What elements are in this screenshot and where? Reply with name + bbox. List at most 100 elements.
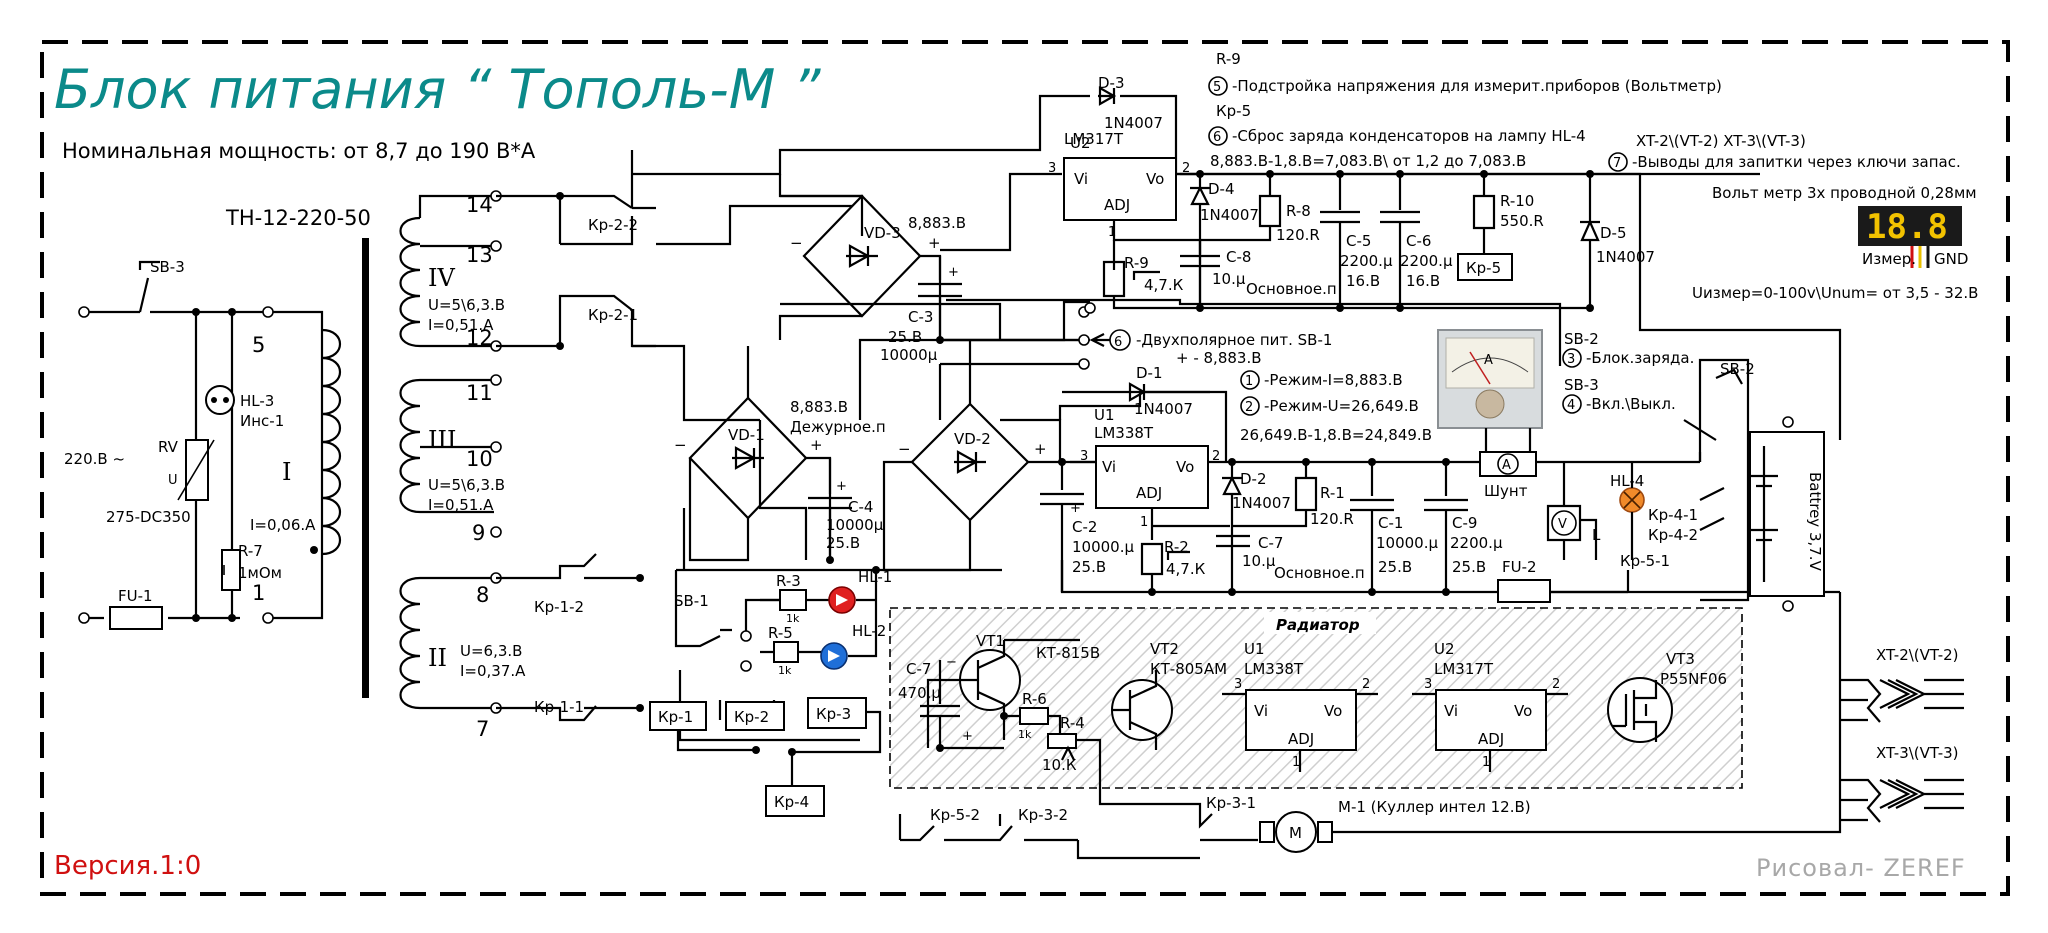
pin-12: 12 [466,326,493,350]
note-mode1: -Режим-I=8,883.В [1264,371,1403,389]
pin-5: 5 [252,333,265,357]
r9-value: 4,7.К [1144,276,1184,294]
c7b-value: 470.μ [898,684,941,702]
note-xt: XT-2\(VT-2) XT-3\(VT-3) [1636,132,1806,150]
c7-value: 10.μ [1242,552,1276,570]
kp5-box: Кр-5 [1466,259,1501,277]
r2-value: 4,7.К [1166,560,1206,578]
u2b-pin3: 3 [1424,677,1432,692]
ammeter: A A Шунт [1437,329,1543,500]
note-calc: 8,883.В-1,8.В=7,083.В\ от 1,2 до 7,083.В [1210,152,1526,170]
notes-middle: 1 -Режим-I=8,883.В 2 -Режим-U=26,649.В 2… [1240,330,1694,444]
u2-label: U2 [1070,134,1091,152]
minus-sign-2: − [674,436,687,454]
r7-value: 1мОм [238,564,282,582]
note-r9: R-9 [1216,50,1241,68]
u2-pin3: 3 [1048,161,1056,176]
d3-type: 1N4007 [1104,114,1163,132]
r1-value: 120.R [1310,510,1354,528]
fu2-label: FU-2 [1502,558,1537,576]
r10-label: R-10 [1500,192,1534,210]
u1-pin2: 2 [1212,449,1220,464]
r4-value: 10.К [1042,756,1077,774]
d4-label: D-4 [1208,180,1235,198]
c3-voltage: 25.В [888,328,922,346]
u1b-type: LM338T [1244,660,1304,678]
u2-vi: Vi [1074,170,1088,188]
transformer-core [362,238,369,698]
m1-label: M-1 (Куллер интел 12.В) [1338,798,1531,816]
transformer-type: ТН-12-220-50 [225,206,371,230]
r3-label: R-3 [776,572,801,590]
sb1-label: SB-1 [674,592,709,610]
c4-label: C-4 [848,498,873,516]
vt2-label: VT2 [1150,640,1179,658]
c4-value: 10000μ [826,516,884,534]
u2b-adj: ADJ [1478,730,1504,748]
mains-voltage: 220.В ~ [64,450,125,468]
vd1-voltage: 8,883.В [790,398,848,416]
u2-type: LM317T [1064,130,1124,148]
rv-type: 275-DC350 [106,508,191,526]
u2-vo: Vo [1146,170,1164,188]
vd1-label: VD-1 [728,426,765,444]
page-title: Блок питания “ Тополь-М ” [54,58,821,121]
kp-3-2: Кр-3-2 [1018,806,1068,824]
marker-3: 3 [1567,352,1575,367]
r7-label: R-7 [238,542,263,560]
r10-value: 550.R [1500,212,1544,230]
note-kp5: Кр-5 [1216,102,1251,120]
c3-capacitor: + C-3 25.В 10000μ [880,256,962,364]
kp-5-1: Кр-5-1 [1620,552,1670,570]
note-7: -Выводы для запитки через ключи запас. [1632,153,1961,171]
kp3-box: Кр-3 [816,705,851,723]
shunt-label: Шунт [1484,482,1528,500]
sb2-label-right: SB-2 [1720,360,1755,378]
meter-unit: A [1484,353,1493,368]
u1-vo: Vo [1176,458,1194,476]
coil-l: L [1592,526,1601,544]
u1-pin3: 3 [1080,449,1088,464]
c5-value: 2200.μ [1340,252,1393,270]
hl3-label: HL-3 [240,392,274,410]
marker-6: 6 [1213,130,1221,145]
r8-label: R-8 [1286,202,1311,220]
bipolar-note: -Двухполярное пит. SB-1 [1136,331,1332,349]
r4-label: R-4 [1060,714,1085,732]
fu1-label: FU-1 [118,587,153,605]
note-calc2: 26,649.В-1,8.В=24,849.В [1240,426,1432,444]
motor-section: M Кр-5-2 Кр-3-2 Кр-3-1 M-1 (Куллер интел… [898,592,1842,860]
vd2-label: VD-2 [954,430,991,448]
hl3-type: Инс-1 [240,412,284,430]
note-sb2: SB-2 [1564,330,1599,348]
vt1-label: VT1 [976,632,1005,650]
c6-value: 2200.μ [1400,252,1453,270]
secondary-windings: 14 13 12 11 10 9 8 7 IV U=5\6,3.В I=0,51… [399,190,526,741]
pin-11: 11 [466,381,493,405]
kp-4-1: Кр-4-1 [1648,506,1698,524]
c8-value: 10.μ [1212,270,1246,288]
u1b-label: U1 [1244,640,1265,658]
u2-adj: ADJ [1104,196,1130,214]
pin-10: 10 [466,447,493,471]
note-umeas: Uизмер=0-100v\Unum= от 3,5 - 32.В [1692,284,1978,302]
u1-label: U1 [1094,406,1115,424]
vd3-voltage: 8,883.В [908,214,966,232]
u1-pin1: 1 [1140,515,1148,530]
plus-sign: + [928,234,941,252]
display-digits: 18.8 [1866,207,1948,247]
hl2-label: HL-2 [852,622,886,640]
c6-label: C-6 [1406,232,1431,250]
kp2-box: Кр-2 [734,708,769,726]
vt2-type: КТ-805АМ [1150,660,1227,678]
u1b-pin2: 2 [1362,677,1370,692]
u2b-pin1: 1 [1482,755,1490,770]
kp-2-1: Кр-2-1 [588,306,638,324]
u2b-label: U2 [1434,640,1455,658]
d4-type: 1N4007 [1200,206,1259,224]
kp-1-2: Кр-1-2 [534,598,584,616]
c5-label: C-5 [1346,232,1371,250]
d5-label: D-5 [1600,224,1627,242]
c4-voltage: 25.В [826,534,860,552]
hl1-label: HL-1 [858,568,892,586]
